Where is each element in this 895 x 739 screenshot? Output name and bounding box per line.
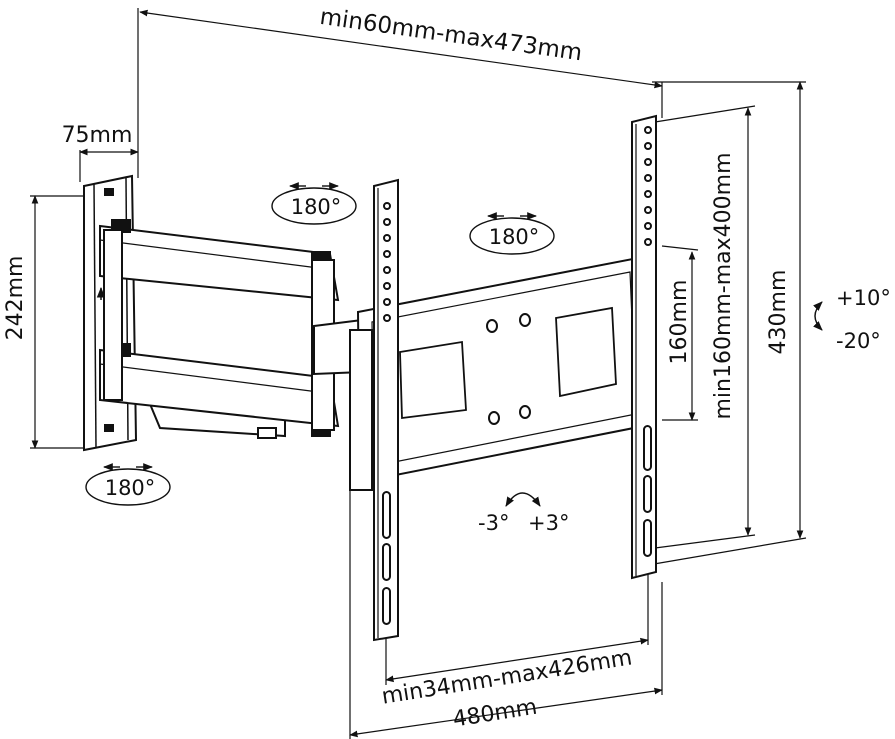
vertical-hole-range-label: min160mm-max400mm	[711, 152, 736, 419]
total-height-label: 430mm	[766, 270, 791, 355]
arm-joint-1-rotation-label: 180°	[291, 195, 342, 219]
tilt-down-label: -20°	[836, 329, 881, 353]
rotate-left-label: -3°	[478, 511, 509, 535]
wall-swivel-rotation-label: 180°	[105, 476, 156, 500]
tv-plate	[349, 256, 646, 491]
rotation-markers	[85, 182, 823, 507]
dimension-lines	[30, 8, 807, 739]
depth-range-label: min60mm-max473mm	[318, 4, 584, 67]
wall-plate-depth-label: 75mm	[62, 123, 133, 148]
rotate-right-label: +3°	[528, 511, 569, 535]
wall-plate-height-label: 242mm	[3, 256, 28, 341]
arm-joint-2-rotation-label: 180°	[489, 225, 540, 249]
vertical-bracket-left	[373, 178, 399, 642]
swing-arms	[99, 219, 363, 439]
min-vertical-label: 160mm	[667, 280, 692, 365]
total-width-label: 480mm	[451, 695, 539, 733]
vertical-bracket-right	[631, 114, 657, 580]
tilt-up-label: +10°	[836, 286, 891, 310]
